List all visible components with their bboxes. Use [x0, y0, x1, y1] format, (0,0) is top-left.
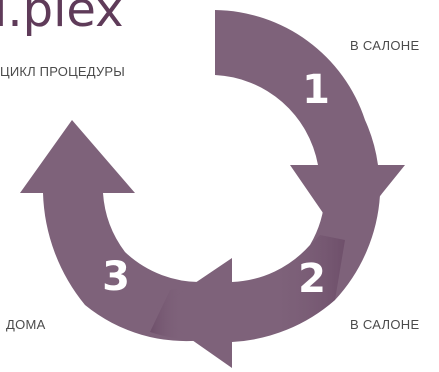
label-step-2: В САЛОНЕ: [350, 317, 420, 332]
step-number-3: 3: [102, 254, 130, 300]
cycle-subtitle: ЦИКЛ ПРОЦЕДУРЫ: [0, 64, 125, 79]
label-step-3: ДОМА: [6, 317, 46, 332]
label-step-1: В САЛОНЕ: [350, 38, 420, 53]
cycle-arrow-1: [215, 10, 405, 242]
step-number-1: 1: [302, 67, 330, 113]
arrow-2-shade: [232, 235, 345, 342]
arrow-3-shade: [150, 282, 205, 341]
step-number-2: 2: [298, 256, 326, 302]
cycle-arrow-3: [20, 120, 205, 342]
brand-logo-text: i.plex: [0, 0, 124, 38]
